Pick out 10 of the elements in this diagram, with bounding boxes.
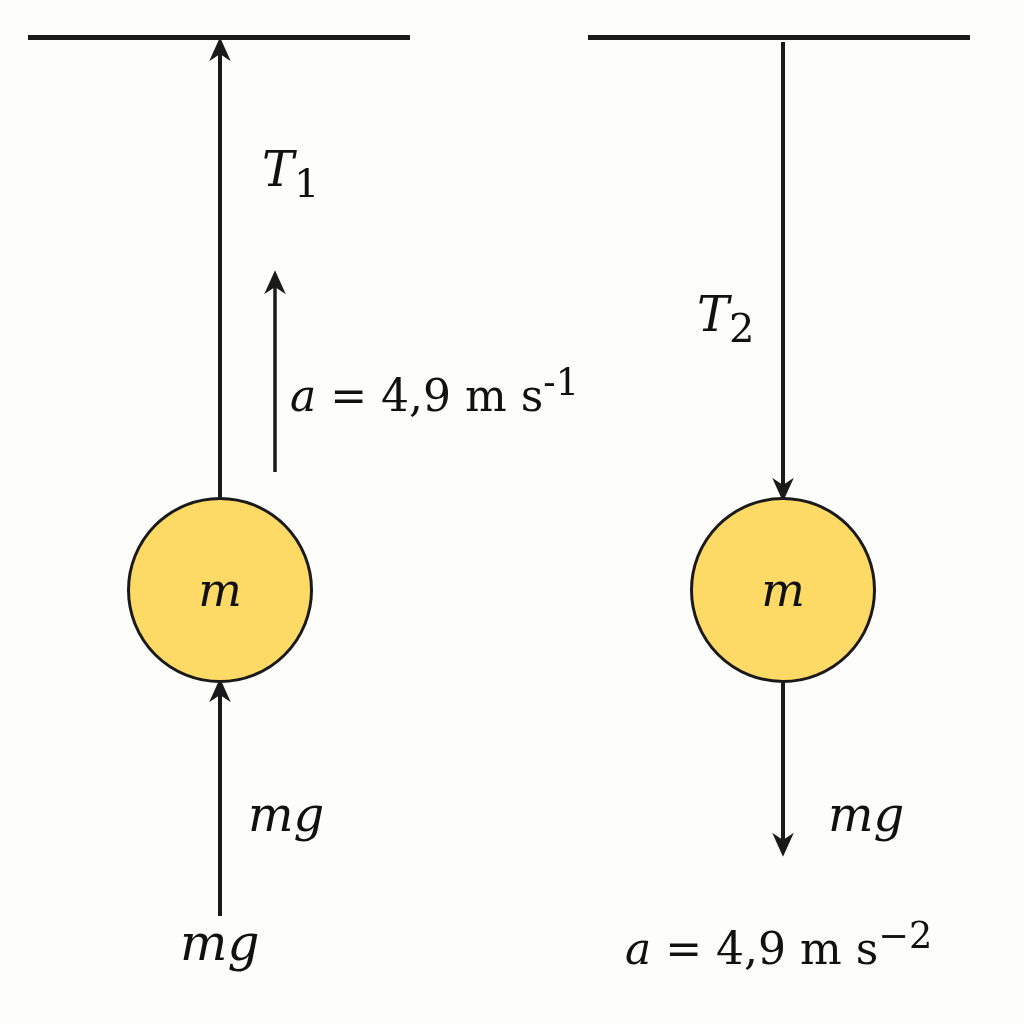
arrow [209, 37, 231, 497]
edge-label: T$_{2}$ [697, 290, 755, 348]
acceleration-label: a = 4,9 m s$^{-1}$ [290, 365, 580, 418]
mass-ball: m [690, 497, 876, 683]
arrow [772, 683, 794, 857]
edge-label: T$_{1}$ [262, 145, 320, 203]
acceleration-label: a = 4,9 m s$^{−2}$ [625, 918, 933, 971]
ceiling-bar [28, 35, 410, 40]
mass-ball: m [127, 497, 313, 683]
ceiling-bar [588, 35, 970, 40]
